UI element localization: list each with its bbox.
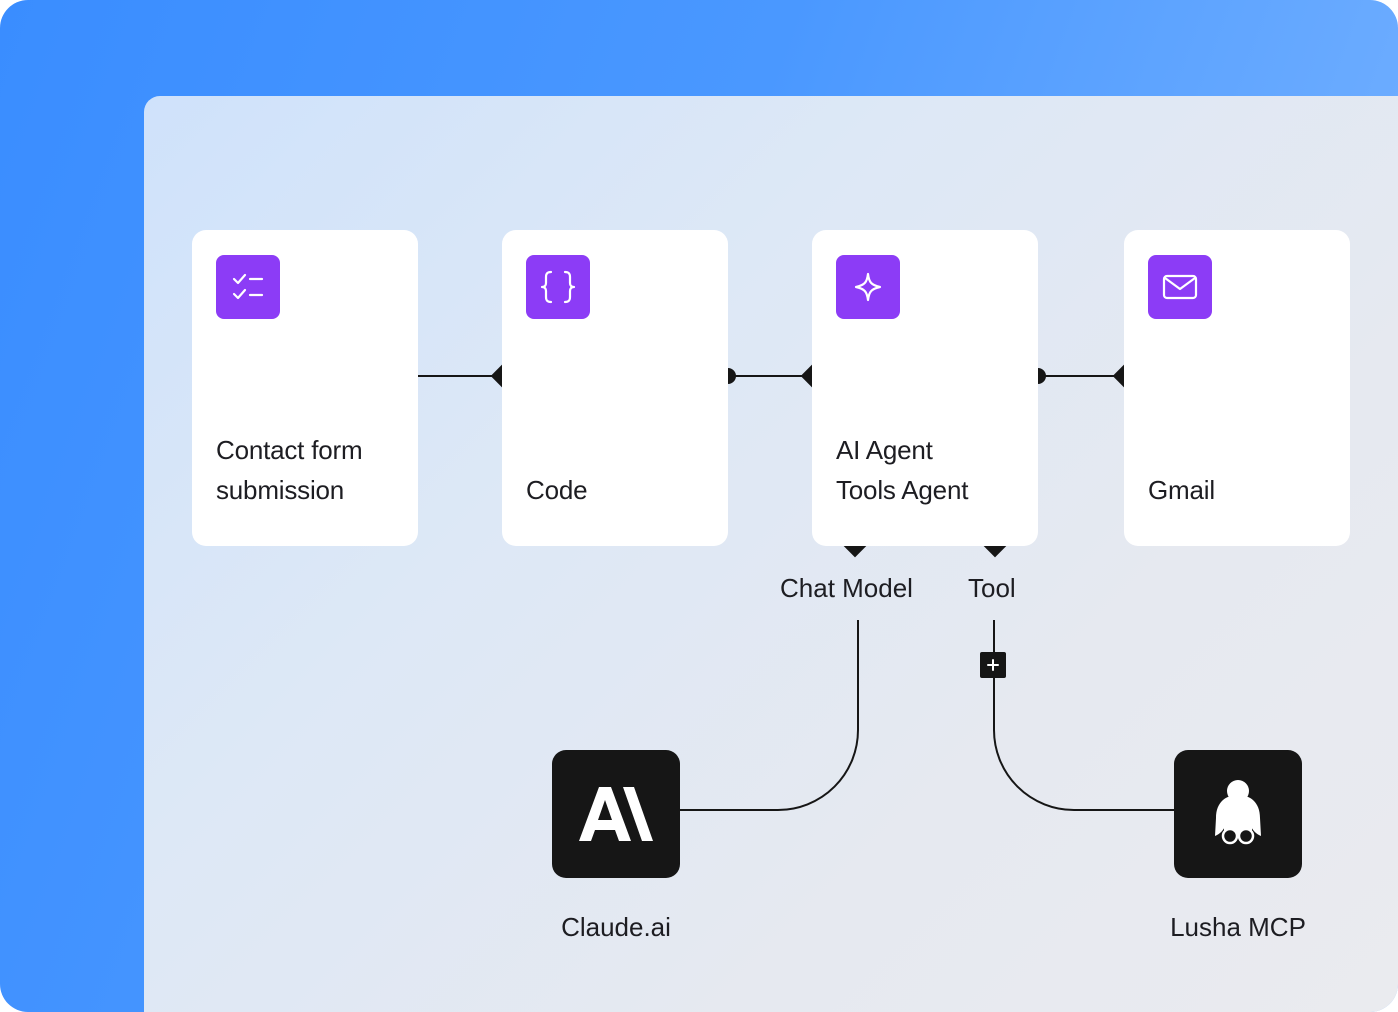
lusha-logo <box>1215 780 1261 845</box>
add-tool-button[interactable] <box>980 652 1006 678</box>
node-label-line2: submission <box>216 475 345 505</box>
node-label-line2: Code <box>526 475 588 505</box>
claude-node[interactable] <box>552 750 680 878</box>
node-gmail[interactable]: Gmail <box>1124 230 1350 546</box>
node-label-line1: Contact form <box>216 435 363 465</box>
plus-icon <box>987 659 999 671</box>
node-label-line2: Gmail <box>1148 475 1215 505</box>
node-ai-agent[interactable]: AI Agent Tools Agent <box>812 230 1038 546</box>
lusha-mcp-label: Lusha MCP <box>1170 912 1306 942</box>
checklist-icon <box>216 255 280 319</box>
node-code[interactable]: Code <box>502 230 728 546</box>
node-label: Contact form submission <box>216 430 363 510</box>
node-label: AI Agent Tools Agent <box>836 430 968 510</box>
claude-label: Claude.ai <box>561 912 671 942</box>
mail-icon <box>1148 255 1212 319</box>
sparkle-icon <box>836 255 900 319</box>
node-label-line1: AI Agent <box>836 435 933 465</box>
chat-model-port-label: Chat Model <box>780 573 913 603</box>
node-label-line2: Tools Agent <box>836 475 969 505</box>
anthropic-logo <box>579 787 653 841</box>
tool-port-label: Tool <box>968 573 1016 603</box>
node-label: Code <box>526 470 588 510</box>
lusha-mcp-node[interactable] <box>1174 750 1302 878</box>
node-contact-form-submission[interactable]: Contact form submission <box>192 230 418 546</box>
curly-braces-icon <box>526 255 590 319</box>
node-label: Gmail <box>1148 470 1215 510</box>
